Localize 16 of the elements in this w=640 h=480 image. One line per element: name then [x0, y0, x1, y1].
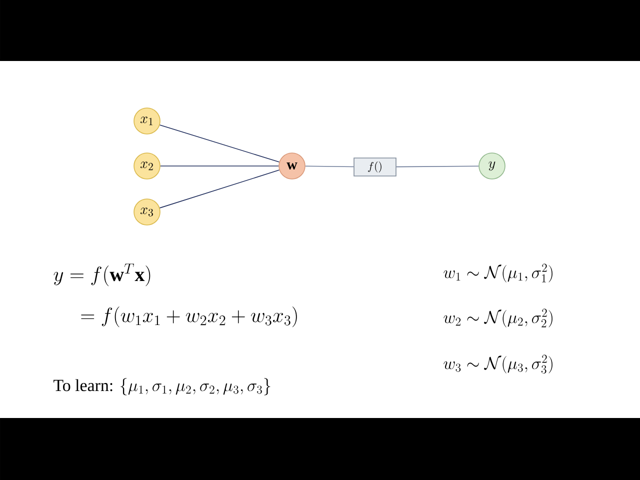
- equation: $= f(w_1x_1 + w_2x_2 + w_3x_3)$: [81, 306, 297, 328]
- function-box: $f()$: [354, 158, 396, 176]
- output-node: $y$: [478, 152, 506, 180]
- connector-line: [159, 170, 280, 208]
- connector-line: [396, 166, 479, 168]
- input-node: $x_2$: [134, 152, 160, 180]
- equation: $\text{To learn: } \{\mu_1, \sigma_1, \mu_2, \sigma_2, \mu_3, \sigma_3\}$: [54, 378, 270, 396]
- equation: $w_2 \sim \mathcal{N}(\mu_2, \sigma_2^2)$: [444, 308, 552, 328]
- connector-line: [305, 166, 354, 168]
- equation: $w_3 \sim \mathcal{N}(\mu_3, \sigma_3^2)$: [444, 354, 552, 374]
- connector-line: [159, 124, 280, 162]
- input-node: $x_3$: [134, 198, 160, 226]
- input-node: $x_1$: [134, 108, 160, 134]
- equation: $y = f(\mathbf{w}^T\mathbf{x})$: [54, 264, 150, 286]
- weight-node: $\mathbf{w}$: [278, 152, 306, 180]
- equation: $w_1 \sim \mathcal{N}(\mu_1, \sigma_1^2)$: [444, 264, 552, 282]
